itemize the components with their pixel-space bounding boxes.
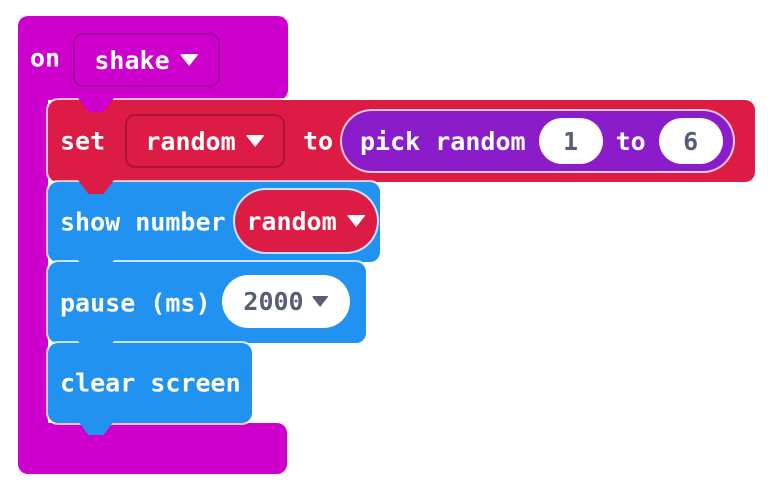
on-shake-block-footer[interactable] xyxy=(18,423,287,474)
to-label: to xyxy=(303,126,334,156)
chevron-down-icon xyxy=(346,215,366,227)
to-label: to xyxy=(615,126,646,156)
show-number-notch xyxy=(78,260,114,274)
pause-duration-dropdown[interactable]: 2000 xyxy=(222,275,350,328)
variable-dropdown-value: random xyxy=(145,126,236,156)
variable-dropdown[interactable]: random xyxy=(125,114,285,168)
clear-screen-block[interactable]: clear screen xyxy=(48,343,252,435)
chevron-down-icon xyxy=(179,54,199,66)
set-variable-block[interactable]: set random to pick random 1 to 6 xyxy=(48,100,755,194)
pause-block[interactable]: pause (ms) 2000 xyxy=(48,262,366,355)
min-value-field[interactable]: 1 xyxy=(538,118,603,164)
set-variable-notch xyxy=(78,180,114,194)
show-number-block[interactable]: show number random xyxy=(48,182,380,274)
max-value: 6 xyxy=(683,126,699,156)
pause-label: pause (ms) xyxy=(60,288,211,317)
chevron-down-icon xyxy=(311,296,329,307)
pause-notch xyxy=(78,341,114,355)
clear-screen-notch xyxy=(78,421,114,435)
shake-dropdown-value: shake xyxy=(94,45,170,75)
pause-duration-value: 2000 xyxy=(243,287,304,316)
min-value: 1 xyxy=(563,126,579,156)
variable-pill-value: random xyxy=(246,206,337,236)
pick-random-block[interactable]: pick random 1 to 6 xyxy=(342,111,733,171)
max-value-field[interactable]: 6 xyxy=(658,118,723,164)
show-number-label: show number xyxy=(60,207,226,237)
on-shake-block[interactable]: on shake xyxy=(18,16,288,112)
on-shake-notch xyxy=(78,98,114,112)
on-label: on xyxy=(30,43,61,73)
shake-dropdown[interactable]: shake xyxy=(73,33,220,87)
pick-random-label: pick random xyxy=(360,126,526,156)
clear-screen-label: clear screen xyxy=(60,368,241,398)
chevron-down-icon xyxy=(245,135,265,147)
on-shake-block-spine[interactable] xyxy=(18,95,48,430)
set-label: set xyxy=(60,126,106,156)
variable-pill-dropdown[interactable]: random xyxy=(235,190,377,252)
